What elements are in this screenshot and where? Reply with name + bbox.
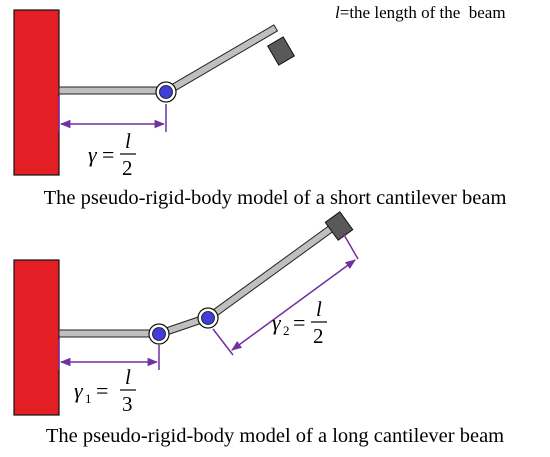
beam-length-note: l=the length of the beam (335, 3, 506, 23)
long-beam-model: γ 1 = l 3 γ 2 = l 2 (13, 211, 359, 416)
short-pivot (155, 81, 177, 103)
short-beam-model: γ = l 2 (13, 9, 296, 180)
short-beam-rigid-link (163, 24, 279, 96)
long-end-block (324, 211, 354, 241)
short-gamma-equation: γ = l 2 (88, 129, 136, 180)
short-wall (13, 9, 60, 176)
long-pivot-1 (148, 323, 170, 345)
long-gamma1-equals: = (96, 378, 108, 403)
long-gamma1-denominator: 3 (122, 392, 133, 416)
short-gamma-numerator: l (125, 129, 131, 153)
long-model-caption: The pseudo-rigid-body model of a long ca… (45, 425, 505, 447)
short-gamma-equals: = (102, 142, 114, 167)
beam-length-text: =the length of the beam (339, 3, 506, 22)
short-beam-fixed-segment (58, 86, 166, 95)
long-gamma1-dimension (58, 339, 160, 370)
long-gamma1-symbol: γ (74, 378, 84, 403)
long-gamma1-equation: γ 1 = l 3 (74, 365, 136, 416)
long-gamma2-denominator: 2 (313, 324, 324, 348)
long-gamma2-symbol: γ (272, 310, 282, 335)
short-gamma-symbol: γ (88, 142, 98, 167)
long-gamma2-subscript: 2 (283, 323, 290, 338)
long-gamma2-numerator: l (316, 297, 322, 321)
long-wall (13, 259, 60, 416)
long-pivot-2 (197, 307, 219, 329)
short-gamma-denominator: 2 (122, 156, 133, 180)
long-gamma2-equation: γ 2 = l 2 (272, 297, 327, 348)
short-model-caption: The pseudo-rigid-body model of a short c… (43, 187, 507, 209)
short-gamma-dimension (58, 96, 167, 132)
short-end-block (266, 36, 296, 66)
long-gamma1-subscript: 1 (85, 391, 92, 406)
long-gamma1-numerator: l (125, 365, 131, 389)
long-beam-fixed-segment (58, 329, 160, 338)
long-gamma2-dimension (212, 232, 359, 356)
beam-length-symbol: l (335, 3, 340, 22)
long-gamma2-equals: = (293, 310, 305, 335)
